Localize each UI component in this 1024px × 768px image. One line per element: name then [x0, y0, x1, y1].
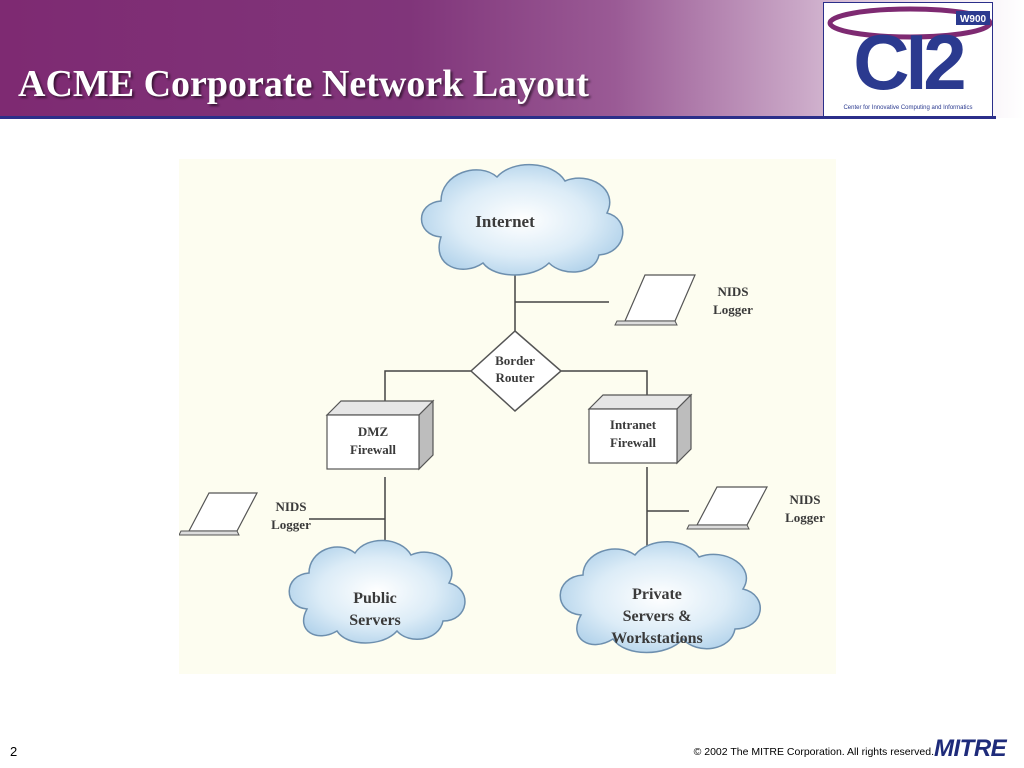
copyright-notice: © 2002 The MITRE Corporation. All rights… — [693, 746, 934, 758]
private-label-line1: Private — [632, 586, 682, 603]
mitre-logo: MITRE — [934, 735, 1007, 762]
public-label-line1: Public — [353, 590, 397, 607]
nids-top-label-line1: NIDS — [717, 284, 748, 299]
intranet-label-line2: Firewall — [610, 435, 656, 450]
public-label-line2: Servers — [349, 612, 401, 629]
dmz-firewall: DMZ Firewall — [325, 399, 435, 471]
internet-cloud: Internet — [420, 164, 624, 276]
logo-subtitle: Center for Innovative Computing and Info… — [843, 105, 972, 111]
router-label-line2: Router — [496, 370, 535, 385]
nids-logger-top: NIDS Logger — [614, 274, 753, 326]
private-label-line2: Servers & — [623, 608, 692, 625]
ci2-logo: CI2 W900 Center for Innovative Computing… — [823, 2, 993, 117]
private-servers-cloud: Private Servers & Workstations — [559, 541, 761, 654]
private-label-line3: Workstations — [611, 630, 703, 647]
nids-right-label-line2: Logger — [785, 510, 825, 525]
logo-badge: W900 — [960, 14, 987, 25]
nids-left-label-line2: Logger — [271, 517, 311, 532]
connection-lines — [309, 269, 689, 552]
nids-logger-left: NIDS Logger — [179, 492, 311, 536]
nids-top-label-line2: Logger — [713, 302, 753, 317]
nids-logger-right: NIDS Logger — [686, 486, 825, 530]
dmz-label-line2: Firewall — [350, 442, 396, 457]
ci2-logo-graphic: CI2 W900 Center for Innovative Computing… — [827, 6, 993, 111]
intranet-label-line1: Intranet — [610, 417, 657, 432]
public-servers-cloud: Public Servers — [288, 539, 466, 644]
network-diagram-svg: Internet Border Router DMZ Firewall Intr… — [179, 164, 825, 654]
nids-left-label-line1: NIDS — [275, 499, 306, 514]
dmz-label-line1: DMZ — [358, 424, 389, 439]
router-label-line1: Border — [495, 353, 535, 368]
intranet-firewall: Intranet Firewall — [587, 393, 693, 465]
logo-text: CI2 — [853, 18, 964, 106]
title-underline — [0, 116, 996, 119]
internet-label: Internet — [475, 212, 535, 231]
nids-right-label-line1: NIDS — [789, 492, 820, 507]
page-number: 2 — [10, 744, 18, 759]
page-title: ACME Corporate Network Layout — [18, 63, 589, 105]
network-diagram: Internet Border Router DMZ Firewall Intr… — [179, 159, 836, 674]
border-router: Border Router — [469, 329, 563, 413]
